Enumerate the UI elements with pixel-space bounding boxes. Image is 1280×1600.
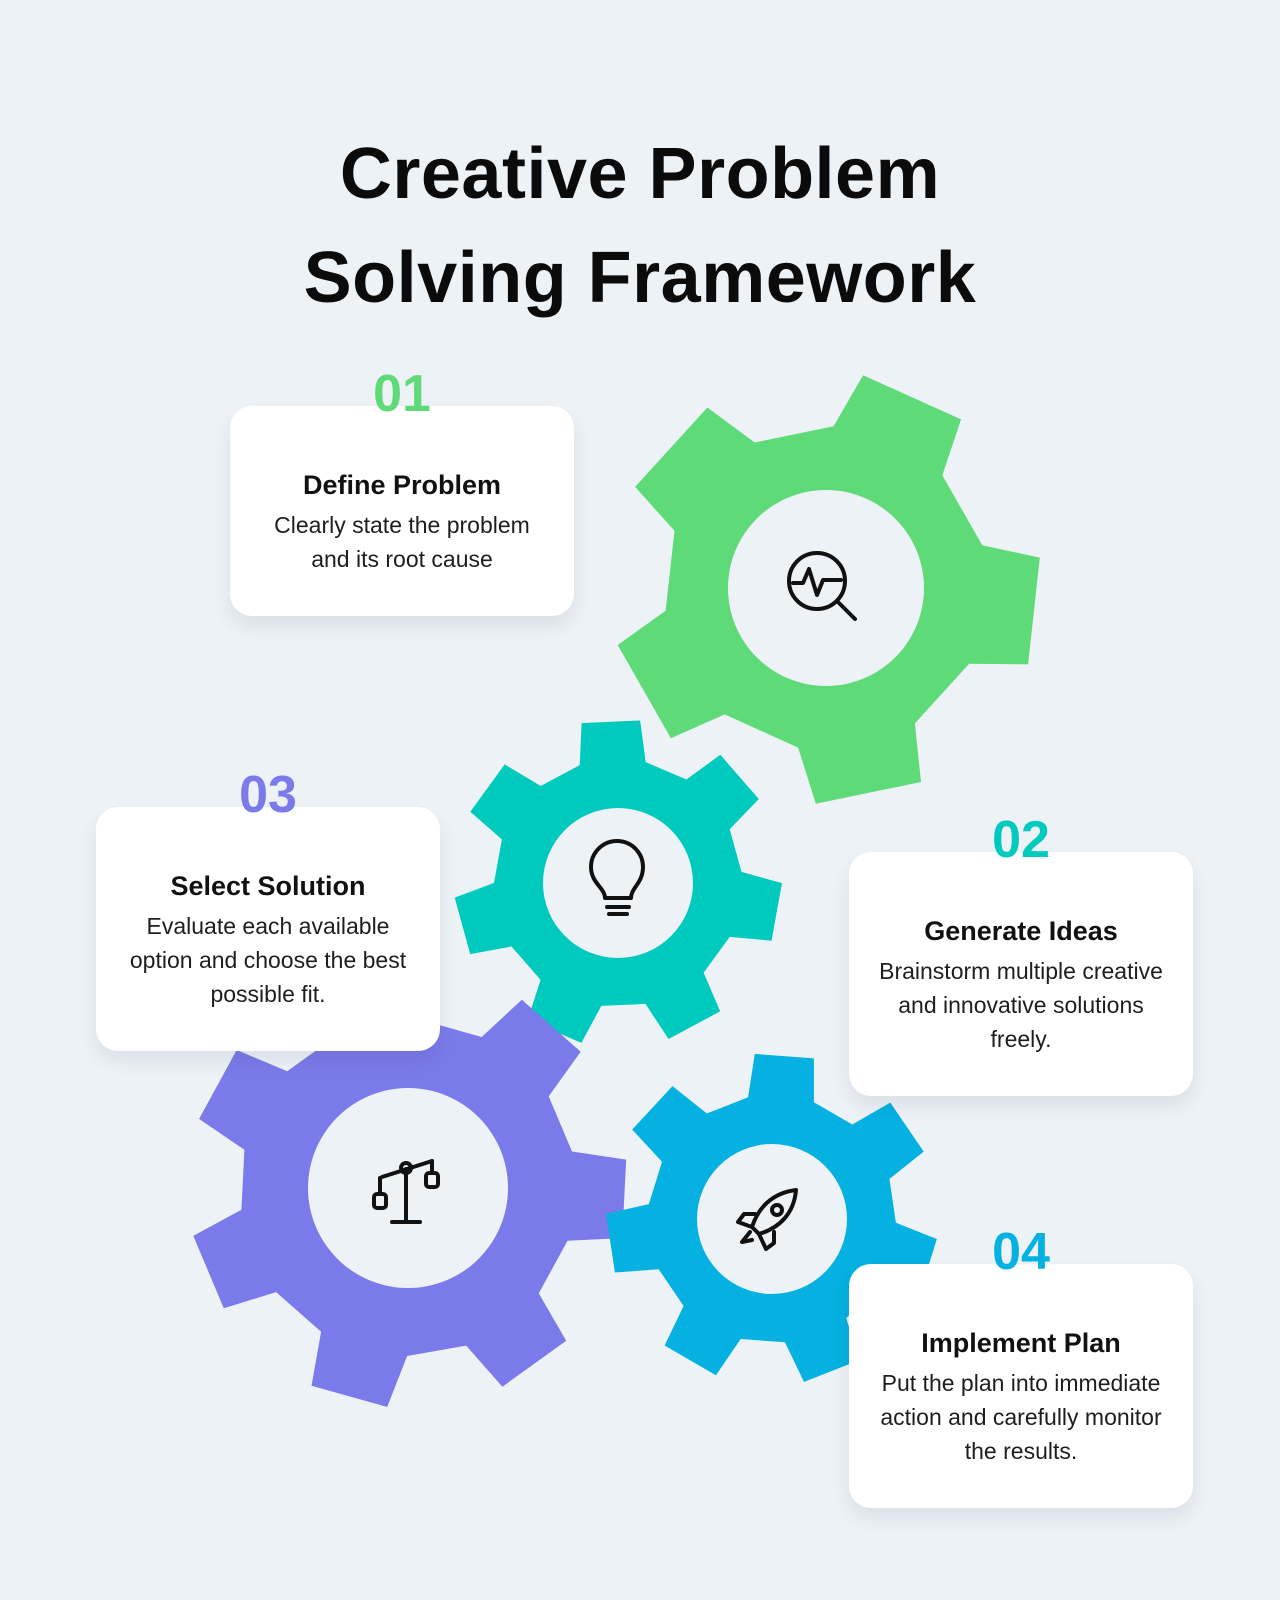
step-description: Brainstorm multiple creative and innovat… — [879, 958, 1163, 1052]
step-title: Generate Ideas — [924, 916, 1118, 946]
step-number: 04 — [992, 1223, 1050, 1281]
step-card-implement-plan: 04 Implement Plan Put the plan into imme… — [849, 1223, 1193, 1508]
step-description: Put the plan into immediate action and c… — [880, 1370, 1162, 1464]
step-card-select-solution: 03 Select Solution Evaluate each availab… — [96, 766, 440, 1051]
step-number: 03 — [239, 766, 297, 824]
balance-scale-icon — [372, 1159, 440, 1224]
step-title: Select Solution — [170, 871, 366, 901]
gear-hub-teal — [543, 808, 693, 958]
gear-hub-blue — [697, 1144, 847, 1294]
title-line-1: Creative Problem — [339, 134, 941, 214]
step-description: Clearly state the problem and its root c… — [274, 512, 530, 572]
gear-generate-ideas — [454, 720, 782, 1043]
title-line-2: Solving Framework — [303, 238, 977, 318]
step-card-define-problem: 01 Define Problem Clearly state the prob… — [230, 365, 574, 616]
page-title: Creative Problem Solving Framework — [0, 122, 1280, 330]
lightbulb-icon — [589, 839, 645, 916]
step-number: 02 — [992, 811, 1050, 869]
gear-hub-green — [728, 490, 924, 686]
step-title: Define Problem — [302, 470, 502, 500]
step-number: 01 — [373, 365, 431, 423]
step-description: Evaluate each available option and choos… — [129, 913, 407, 1007]
analytics-search-icon — [787, 551, 857, 621]
gear-select-solution — [193, 968, 627, 1407]
step-card-generate-ideas: 02 Generate Ideas Brainstorm multiple cr… — [849, 811, 1193, 1096]
step-title: Implement Plan — [921, 1328, 1121, 1358]
gear-define-problem — [617, 375, 1040, 804]
rocket-icon — [736, 1188, 798, 1251]
